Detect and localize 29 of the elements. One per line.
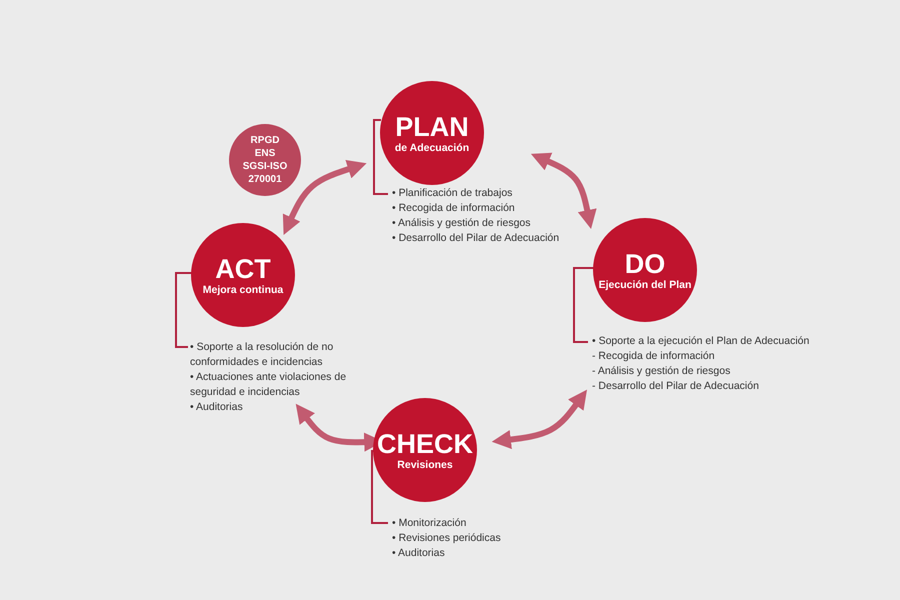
bullet-item: • Auditorias [392, 546, 446, 561]
phase-title: CHECK [376, 428, 473, 458]
phase-subtitle: de Adecuación [394, 142, 470, 154]
bullet-item: - Análisis y gestión de riesgos [592, 364, 732, 379]
bullet-item: • Actuaciones ante violaciones de seguridad e incidencias [190, 370, 348, 400]
phase-title: PLAN [395, 112, 469, 142]
bullet-item: • Soporte a la resolución de no conformidades e incidencias [190, 340, 334, 370]
bullet-item: • Desarrollo del Pilar de Adecuación [392, 231, 560, 246]
double-arrow [282, 160, 367, 235]
double-arrow [530, 152, 597, 230]
bullet-item: - Recogida de información [592, 349, 716, 364]
standard-name: 270001 [248, 173, 282, 186]
phase-title: ACT [215, 254, 271, 284]
bullet-item: • Auditorias [190, 400, 244, 415]
double-arrow [492, 390, 588, 450]
bullet-item: • Análisis y gestión de riesgos [392, 216, 532, 231]
bullet-item: • Planificación de trabajos [392, 186, 514, 201]
standard-name: RPGD [250, 134, 280, 147]
bullet-item: • Monitorización [392, 516, 468, 531]
phase-subtitle: Revisiones [397, 458, 453, 472]
phase-title: DO [624, 248, 666, 278]
standard-name: SGSI-ISO [242, 160, 288, 173]
bullet-item: • Revisiones periódicas [392, 531, 502, 546]
phase-subtitle: Mejora continua [202, 284, 284, 296]
bullet-item: • Soporte a la ejecución el Plan de Adecuación [592, 334, 810, 349]
bullet-item: • Recogida de información [392, 201, 516, 216]
phase-subtitle: Ejecución del Plan [598, 278, 692, 292]
bullet-item: - Desarrollo del Pilar de Adecuación [592, 379, 760, 394]
standard-name: ENS [254, 147, 276, 160]
